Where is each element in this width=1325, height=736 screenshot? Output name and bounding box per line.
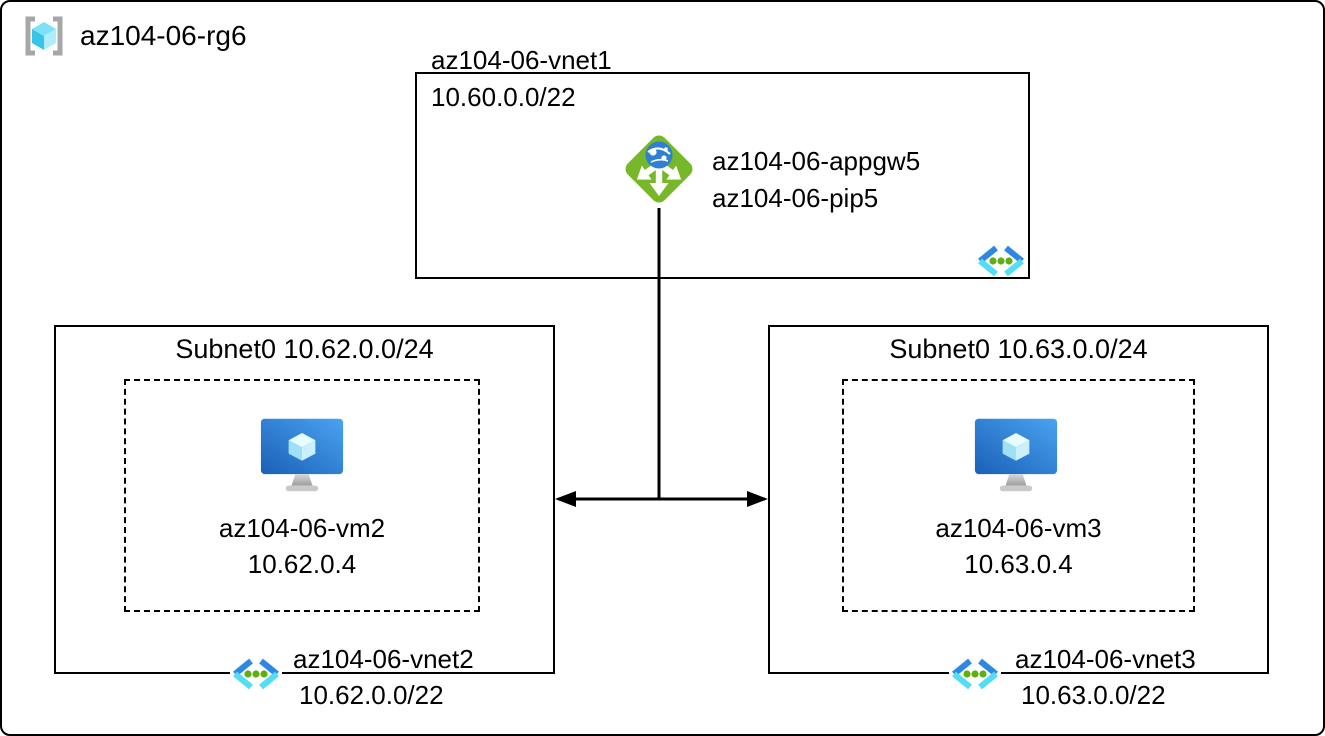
vnet1-name: az104-06-vnet1 — [431, 45, 612, 75]
subnet-right-title: Subnet0 10.63.0.0/24 — [889, 334, 1148, 364]
vnet2-box — [54, 325, 555, 674]
vnet3-name: az104-06-vnet3 — [1015, 644, 1196, 674]
arrowhead-right-icon — [747, 491, 768, 507]
subnet-right-dashed-box — [842, 379, 1195, 612]
vnet3-virtual-network-icon — [949, 658, 1001, 690]
vm3-name: az104-06-vm3 — [935, 513, 1102, 543]
application-gateway-icon — [625, 135, 693, 203]
subnet-left-dashed-box — [124, 379, 480, 612]
vnet1-virtual-network-icon — [975, 245, 1027, 277]
vnet3-box — [768, 325, 1269, 674]
vnet2-virtual-network-icon — [230, 658, 282, 690]
vnet3-cidr: 10.63.0.0/22 — [1021, 680, 1166, 710]
resource-group-icon — [25, 16, 63, 56]
arrowhead-left-icon — [555, 491, 576, 507]
vm2-name: az104-06-vm2 — [218, 513, 386, 543]
vnet2-cidr: 10.62.0.0/22 — [299, 680, 444, 710]
vm2-ip: 10.62.0.4 — [247, 549, 357, 579]
vnet1-cidr: 10.60.0.0/22 — [431, 82, 576, 112]
vm3-ip: 10.63.0.4 — [964, 549, 1073, 579]
subnet-left-title: Subnet0 10.62.0.0/24 — [175, 334, 434, 364]
resource-group-name: az104-06-rg6 — [80, 20, 247, 51]
vm2-icon — [260, 418, 344, 492]
appgw-name: az104-06-appgw5 — [712, 146, 921, 176]
vnet2-name: az104-06-vnet2 — [293, 644, 474, 674]
vnet1-box — [415, 72, 1030, 279]
application-gateway-labels: az104-06-appgw5 az104-06-pip5 — [712, 143, 920, 217]
resource-group-header: az104-06-rg6 — [22, 15, 247, 57]
vm3-icon — [974, 418, 1058, 492]
appgw-pip-name: az104-06-pip5 — [712, 183, 879, 213]
